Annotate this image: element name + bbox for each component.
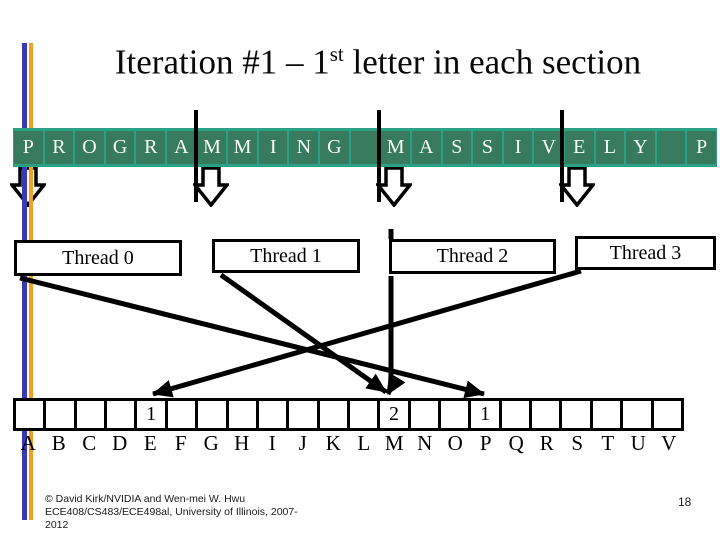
footer-line: ECE408/CS483/ECE498al, University of Ill… bbox=[45, 506, 298, 518]
input-letter-cell: P bbox=[14, 131, 43, 164]
input-letter-cell: I bbox=[258, 131, 288, 164]
histogram-bin-cell-E: 1 bbox=[134, 398, 168, 431]
histogram-bin-cell-R bbox=[529, 398, 563, 431]
histogram-bin-cell-V bbox=[650, 398, 684, 431]
input-letter-cell bbox=[350, 131, 380, 164]
thread-label: Thread 0 bbox=[62, 246, 134, 269]
thread-label: Thread 2 bbox=[436, 245, 509, 267]
footer-line: © David Kirk/NVIDIA and Wen-mei W. Hwu bbox=[45, 493, 246, 505]
input-letter-cell: O bbox=[75, 131, 104, 164]
histogram-bin-letter-R: R bbox=[539, 431, 554, 455]
thread-box-3: Thread 3 bbox=[575, 236, 716, 270]
histogram-bin-row: 1 2 1 bbox=[13, 398, 684, 431]
histogram-bin-cell-Q bbox=[498, 398, 533, 431]
histogram-bin-cell-M: 2 bbox=[377, 398, 411, 431]
histogram-bin-cell-I bbox=[255, 398, 290, 431]
thread-box-2: Thread 2 bbox=[389, 239, 556, 274]
histogram-bin-letter-H: H bbox=[234, 431, 250, 455]
histogram-bin-cell-H bbox=[225, 398, 259, 431]
histogram-bin-letter-O: O bbox=[447, 431, 463, 455]
histogram-bin-letter-B: B bbox=[51, 431, 66, 455]
histogram-bin-letter-C: C bbox=[82, 431, 97, 455]
input-letter-cell: R bbox=[136, 131, 166, 164]
thread-label: Thread 3 bbox=[609, 241, 682, 264]
histogram-bin-cell-F bbox=[164, 398, 199, 431]
histogram-bin-cell-P: 1 bbox=[468, 398, 502, 431]
arrow-thread2-to-bin-M bbox=[385, 276, 406, 396]
histogram-bin-cell-O bbox=[438, 398, 472, 431]
histogram-bin-cell-K bbox=[316, 398, 350, 431]
input-letter-cell: G bbox=[320, 131, 349, 164]
histogram-bin-letter-A: A bbox=[20, 431, 36, 455]
histogram-bin-letter-P: P bbox=[479, 431, 492, 455]
slide-title: Iteration #1 – 1st letter in each sectio… bbox=[40, 42, 716, 83]
input-letter-cell: G bbox=[105, 131, 135, 164]
histogram-bin-letter-G: G bbox=[203, 431, 219, 455]
thread-label: Thread 1 bbox=[250, 244, 322, 267]
histogram-bin-cell-J bbox=[286, 398, 320, 431]
input-letter-cell: A bbox=[411, 131, 441, 164]
histogram-bin-cell-U bbox=[620, 398, 654, 431]
histogram-bin-letter-M: M bbox=[384, 431, 404, 455]
arrow-thread0-to-bin-P bbox=[19, 275, 485, 399]
section-start-arrow-icon bbox=[374, 166, 414, 208]
histogram-bin-letter-S: S bbox=[571, 431, 584, 455]
input-letter-cell: S bbox=[442, 131, 472, 164]
title-text: Iteration #1 – 1 bbox=[114, 42, 330, 82]
input-letter-cell: M bbox=[228, 131, 257, 164]
input-letter-cell: Y bbox=[626, 131, 655, 164]
histogram-bin-cell-N bbox=[407, 398, 442, 431]
arrow-thread1-to-bin-M bbox=[219, 272, 388, 395]
histogram-bin-letter-D: D bbox=[112, 431, 128, 455]
footer-credit: © David Kirk/NVIDIA and Wen-mei W. Hwu E… bbox=[45, 493, 375, 532]
page-number: 18 bbox=[678, 495, 692, 509]
histogram-bin-letter-V: V bbox=[661, 431, 677, 455]
title-text-suffix: letter in each section bbox=[343, 42, 642, 82]
histogram-bin-letter-N: N bbox=[417, 431, 433, 455]
section-divider-line bbox=[377, 110, 381, 202]
histogram-bin-letter-E: E bbox=[143, 431, 157, 455]
input-letter-cell: M bbox=[197, 131, 227, 164]
thread-box-0: Thread 0 bbox=[14, 240, 182, 276]
input-letter-cell: R bbox=[44, 131, 74, 164]
section-start-arrow-icon bbox=[557, 166, 597, 208]
histogram-bin-cell-C bbox=[73, 398, 108, 431]
arrow-thread3-to-bin-E bbox=[152, 268, 582, 398]
histogram-bin-cell-G bbox=[195, 398, 229, 431]
footer-line: 2012 bbox=[45, 519, 69, 531]
section-divider-line bbox=[194, 110, 198, 202]
title-superscript: st bbox=[329, 42, 344, 66]
section-start-arrow-icon bbox=[8, 166, 48, 208]
histogram-bin-cell-B bbox=[43, 398, 77, 431]
section-divider-line bbox=[560, 110, 564, 202]
histogram-bin-letter-T: T bbox=[601, 431, 615, 455]
input-letter-cell: P bbox=[687, 131, 717, 164]
histogram-bin-letter-Q: Q bbox=[508, 431, 524, 455]
input-letter-cell: E bbox=[564, 131, 594, 164]
input-letter-cell: A bbox=[167, 131, 196, 164]
section-start-arrow-icon bbox=[191, 166, 231, 208]
input-letter-cell bbox=[656, 131, 686, 164]
input-letter-cell: V bbox=[534, 131, 563, 164]
input-letter-cell: S bbox=[473, 131, 502, 164]
input-letter-cell: I bbox=[503, 131, 533, 164]
thread-box-1: Thread 1 bbox=[212, 239, 360, 273]
histogram-bin-letter-L: L bbox=[357, 431, 371, 455]
input-letter-cell: L bbox=[595, 131, 625, 164]
histogram-bin-cell-A bbox=[13, 398, 47, 431]
input-letter-cell: N bbox=[289, 131, 319, 164]
histogram-bin-letter-F: F bbox=[174, 431, 187, 455]
histogram-bin-letter-I: I bbox=[268, 431, 276, 455]
histogram-bin-cell-T bbox=[589, 398, 624, 431]
histogram-bin-letter-U: U bbox=[630, 431, 646, 455]
histogram-bin-cell-D bbox=[104, 398, 138, 431]
histogram-bin-letter-K: K bbox=[325, 431, 341, 455]
histogram-bin-letter-J: J bbox=[298, 431, 307, 455]
histogram-bin-cell-L bbox=[346, 398, 381, 431]
histogram-bin-cell-S bbox=[559, 398, 593, 431]
input-letter-cell: M bbox=[381, 131, 410, 164]
